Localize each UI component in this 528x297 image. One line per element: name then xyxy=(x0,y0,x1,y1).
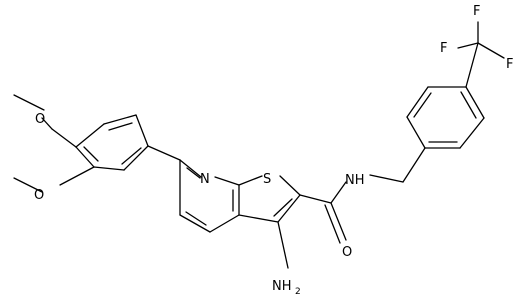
fluorine-top-label: F xyxy=(473,4,480,19)
amino-subscript-label: 2 xyxy=(295,287,301,297)
oxygen-methoxy-top-label: O xyxy=(35,112,45,127)
oxygen-methoxy-left-label: O xyxy=(34,188,44,203)
pyridine-ring xyxy=(179,159,240,233)
amide-group xyxy=(299,181,347,244)
dimethoxyphenyl-ring xyxy=(75,114,149,171)
fluorine-left-label: F xyxy=(440,41,447,56)
amino-nh-label: NH xyxy=(272,279,292,294)
methoxy-left xyxy=(13,166,95,193)
amide-nh-label: NH xyxy=(345,173,365,188)
sulfur-thiophene-label: S xyxy=(263,172,271,187)
trifluoromethylphenyl-ring xyxy=(406,86,485,149)
ch2-aryl-bond xyxy=(402,147,426,183)
nh-ch2-bond xyxy=(369,174,404,183)
aryl-pyridine-bond xyxy=(147,145,181,161)
amino-bond xyxy=(277,221,289,269)
fluorine-right-label: F xyxy=(506,57,513,72)
methoxy-top xyxy=(13,94,77,148)
trifluoromethyl-group xyxy=(457,21,505,88)
carbonyl-oxygen-label: O xyxy=(342,245,352,260)
thiophene-ring xyxy=(238,175,301,223)
nitrogen-pyridine-label: N xyxy=(200,172,210,187)
